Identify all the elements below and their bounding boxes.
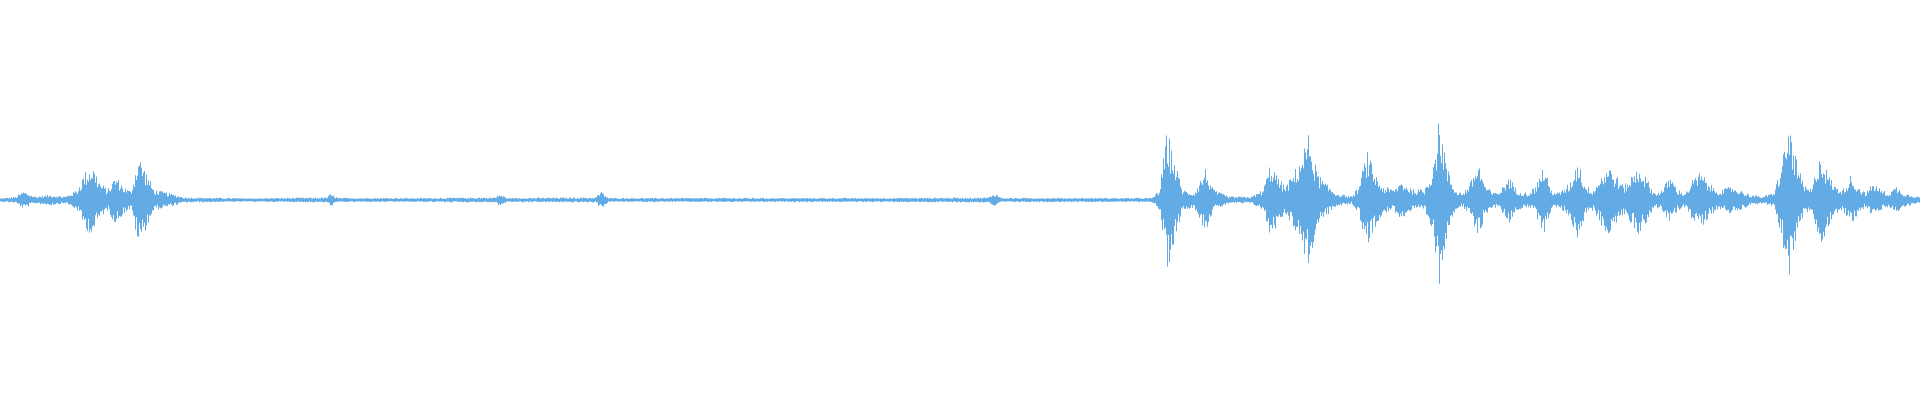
waveform-bars [0,123,1920,284]
waveform-path [0,123,1920,284]
